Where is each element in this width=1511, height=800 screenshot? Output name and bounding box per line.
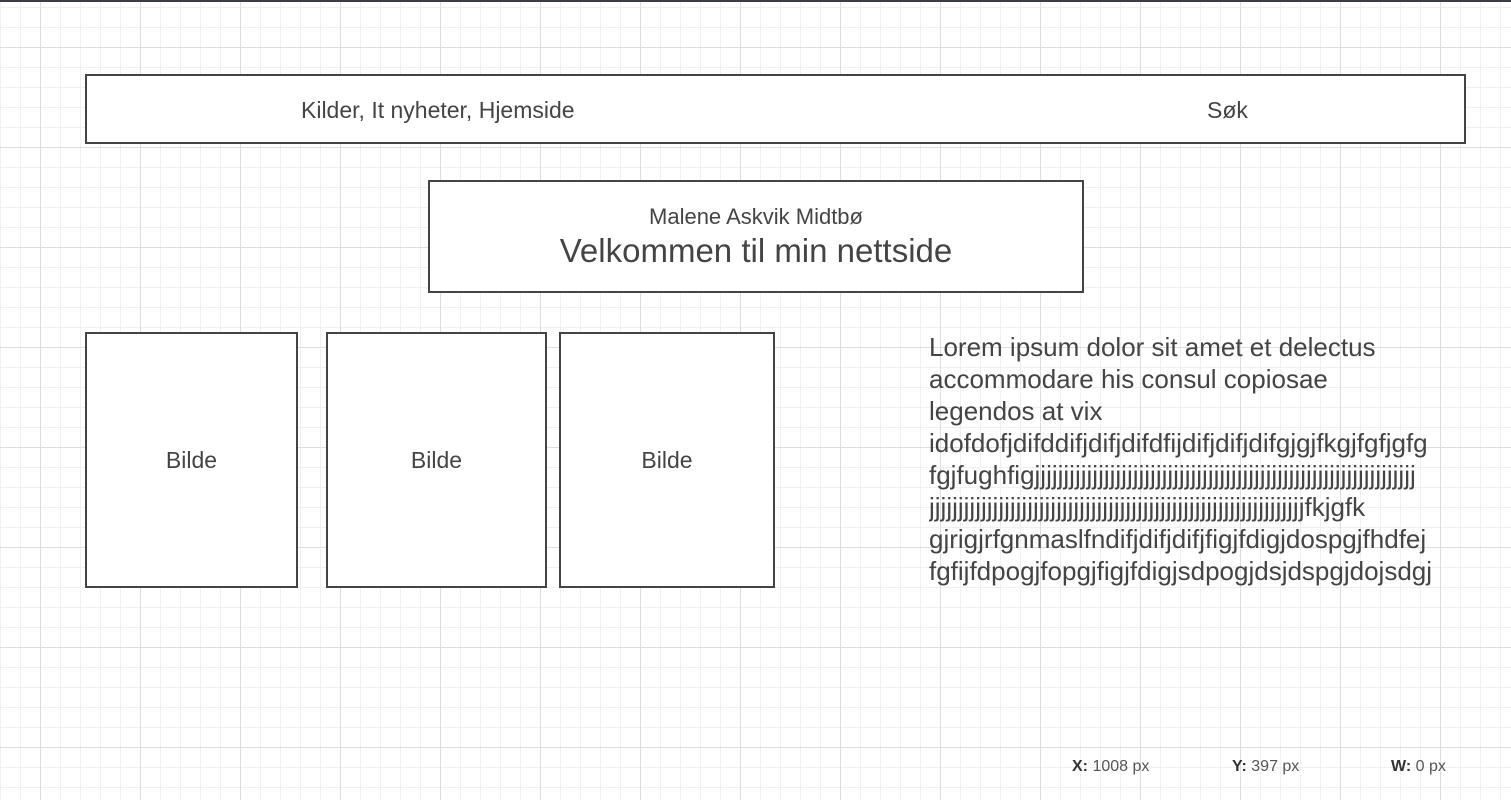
body-text-line: fgfijfdpogjfopgjfigjfdigjsdpogjdsjdspgjd… [929,556,1433,586]
body-text-line: gjrigjrfgnmaslfndifjdifjdifjfigjfdigjdos… [929,524,1427,554]
status-y-label: Y: [1232,758,1247,775]
body-text-line: Lorem ipsum dolor sit amet et delectus [929,332,1376,362]
status-w-label: W: [1391,758,1412,775]
status-w-value: 0 px [1415,758,1446,775]
image-placeholder-label: Bilde [410,446,463,473]
image-placeholder-label: Bilde [165,446,218,473]
navigation-bar[interactable]: Kilder, It nyheter, Hjemside Søk [85,74,1466,144]
status-y-value: 397 px [1251,758,1300,775]
image-placeholder-2[interactable]: Bilde [326,332,547,588]
header-box[interactable]: Malene Askvik Midtbø Velkommen til min n… [428,180,1084,293]
body-text-line: legendos at vix [929,396,1103,426]
nav-links-text[interactable]: Kilder, It nyheter, Hjemside [301,97,575,123]
window-top-border [0,0,1511,2]
body-text-block[interactable]: Lorem ipsum dolor sit amet et delectus a… [929,331,1469,587]
body-text-line: accommodare his consul copiosae [929,364,1328,394]
image-placeholder-1[interactable]: Bilde [85,332,298,588]
image-placeholder-3[interactable]: Bilde [559,332,775,588]
page-title: Velkommen til min nettside [559,232,953,269]
status-x-value: 1008 px [1092,758,1150,775]
status-x-label: X: [1072,758,1088,775]
body-text-line: jjjjjjjjjjjjjjjjjjjjjjjjjjjjjjjjjjjjjjjj… [929,492,1366,522]
nav-search-text[interactable]: Søk [1207,97,1248,123]
body-text-line: fgjfughfigjjjjjjjjjjjjjjjjjjjjjjjjjjjjjj… [929,460,1416,490]
status-y-coordinate: Y: 397 px [1232,758,1299,776]
image-placeholder-label: Bilde [641,446,693,473]
author-name: Malene Askvik Midtbø [649,204,863,229]
status-width: W: 0 px [1391,758,1446,776]
status-x-coordinate: X: 1008 px [1072,758,1149,776]
body-text-line: idofdofjdifddifjdifjdifdfijdifjdifjdifgj… [929,428,1428,458]
